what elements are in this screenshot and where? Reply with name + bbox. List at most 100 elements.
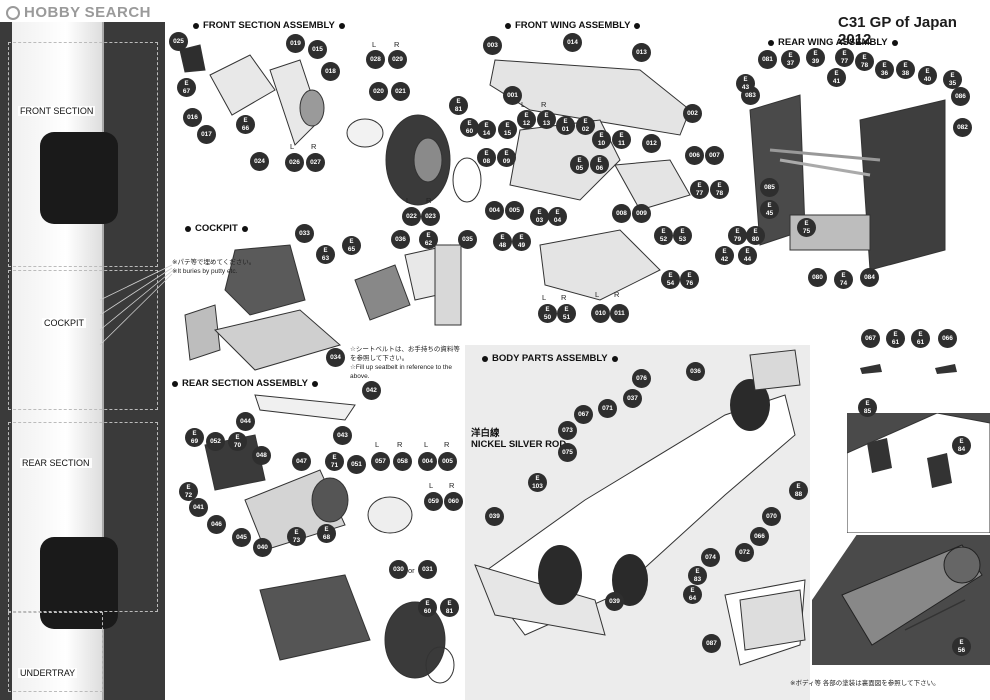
part-label: 011 <box>610 304 629 323</box>
left-marker: L <box>595 290 600 299</box>
front-section-drawing <box>179 44 451 206</box>
right-marker: R <box>394 40 400 49</box>
section-title-rear: REAR SECTION ASSEMBLY <box>172 378 318 389</box>
bullet-icon <box>241 225 248 232</box>
nickel-silver-rod-label: 洋白線 NICKEL SILVER ROD <box>471 428 567 450</box>
part-label: 080 <box>808 268 827 287</box>
part-label: 036 <box>686 362 705 381</box>
rear-detail-panel <box>812 535 990 665</box>
leader-lines <box>99 264 173 346</box>
right-marker: R <box>614 290 620 299</box>
watermark: HOBBY SEARCH <box>6 4 151 21</box>
left-marker: L <box>542 293 547 302</box>
right-marker: R <box>311 142 317 151</box>
right-marker: R <box>444 440 450 449</box>
part-label: 060 <box>444 492 463 511</box>
part-label: 067 <box>574 405 593 424</box>
seatbelt-note: ☆シートベルトは、お手持ちの資料等を参照して下さい。 ☆Fill up seat… <box>350 346 460 380</box>
part-label: 040 <box>253 538 272 557</box>
part-label: 020 <box>369 82 388 101</box>
part-label: 014 <box>563 33 582 52</box>
part-label: 004 <box>418 452 437 471</box>
part-label: 008 <box>612 204 631 223</box>
part-label: 072 <box>735 543 754 562</box>
left-marker: L <box>424 440 429 449</box>
bullet-icon <box>338 22 345 29</box>
bullet-icon <box>634 22 641 29</box>
part-label: 058 <box>393 452 412 471</box>
section-title-body-parts: BODY PARTS ASSEMBLY <box>482 353 618 364</box>
part-label: 026 <box>285 153 304 172</box>
part-label: 087 <box>702 634 721 653</box>
part-label: 070 <box>762 507 781 526</box>
part-label: 073 <box>558 421 577 440</box>
left-label-rear-section: REAR SECTION <box>20 458 92 468</box>
bullet-icon <box>311 380 318 387</box>
part-label: 031 <box>418 560 437 579</box>
body-parts-panel <box>465 345 810 700</box>
part-label: 025 <box>169 32 188 51</box>
part-label: 057 <box>371 452 390 471</box>
part-label: 039 <box>485 507 504 526</box>
left-marker: L <box>429 481 434 490</box>
rear-section-region <box>8 422 158 612</box>
part-label: 029 <box>388 50 407 69</box>
part-label: 005 <box>438 452 457 471</box>
part-label: 018 <box>321 62 340 81</box>
putty-note: ※パテ等で埋めてください。 ※It buries by putty etc. <box>172 259 256 275</box>
part-label: 019 <box>286 34 305 53</box>
part-label: 081 <box>758 50 777 69</box>
left-marker: L <box>290 142 295 151</box>
part-label: 067 <box>861 329 880 348</box>
part-label: 084 <box>860 268 879 287</box>
front-wheel-illustration <box>40 132 118 224</box>
part-label: 015 <box>308 40 327 59</box>
part-label: 074 <box>701 548 720 567</box>
undertray-region <box>8 612 103 692</box>
part-label: 016 <box>183 108 202 127</box>
bullet-icon <box>611 355 618 362</box>
part-label: 066 <box>750 527 769 546</box>
or-marker: or <box>408 566 415 575</box>
part-label: 035 <box>458 230 477 249</box>
front-wing-drawing <box>489 59 691 301</box>
part-label: 034 <box>326 348 345 367</box>
part-label: 066 <box>938 329 957 348</box>
part-label: 039 <box>605 592 624 611</box>
part-label: 044 <box>236 412 255 431</box>
part-label: 024 <box>250 152 269 171</box>
part-label: 047 <box>292 452 311 471</box>
